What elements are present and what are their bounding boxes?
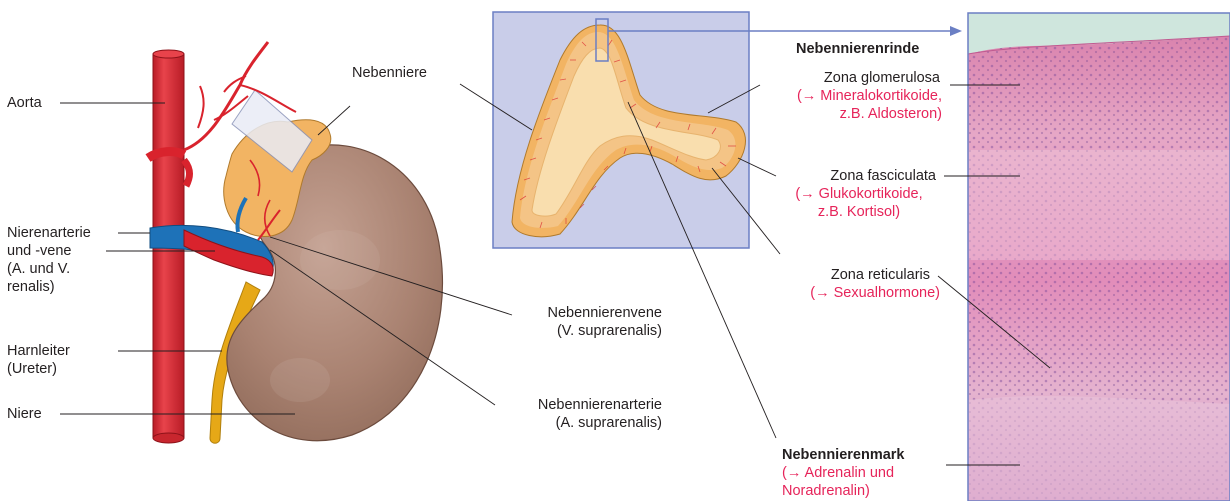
label-zona-reticularis: Zona reticularis	[780, 266, 930, 284]
label-fasciculata-hormone: (→ Glukokortikoide, z.B. Kortisol)	[772, 185, 946, 221]
label-kidney: Niere	[7, 405, 42, 423]
histology-micrograph	[968, 13, 1230, 501]
label-medulla-hormone: (→ Adrenalin und Noradrenalin)	[782, 464, 894, 500]
label-reticularis-hormone: (→ Sexualhormone)	[760, 284, 940, 302]
label-renal-vessels: Nierenarterie und -vene (A. und V. renal…	[7, 224, 91, 296]
label-medulla-title: Nebennierenmark	[782, 446, 905, 464]
label-adrenal-gland: Nebenniere	[352, 64, 427, 82]
label-zona-fasciculata: Zona fasciculata	[790, 167, 936, 185]
label-suprarenal-vein: Nebennierenvene (V. suprarenalis)	[510, 304, 662, 340]
label-aorta: Aorta	[7, 94, 42, 112]
label-zona-glomerulosa: Zona glomerulosa	[790, 69, 940, 87]
label-cortex-title: Nebennierenrinde	[796, 40, 919, 58]
label-glomerulosa-hormone: (→ Mineralokortikoide, z.B. Aldosteron)	[770, 87, 942, 123]
kidney-anatomy	[148, 42, 442, 443]
label-ureter: Harnleiter (Ureter)	[7, 342, 70, 378]
label-suprarenal-artery: Nebennierenarterie (A. suprarenalis)	[490, 396, 662, 432]
